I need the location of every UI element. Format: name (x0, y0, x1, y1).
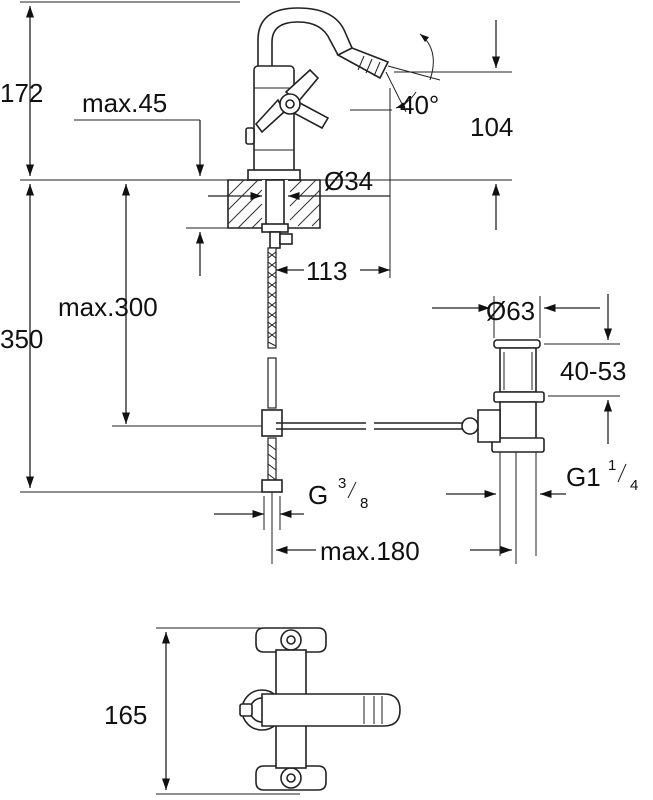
dim-40-53: 40-53 (560, 356, 627, 386)
dim-g-3-8: G 3 8 (308, 475, 368, 512)
angle-valve-nut (261, 479, 283, 493)
dim-max-45: max.45 (82, 88, 167, 118)
counter-section (227, 179, 321, 249)
dimension-labels: 172 max.45 40° 104 Ø34 113 max.300 350 Ø… (0, 78, 638, 730)
base-plate (247, 169, 301, 181)
top-view-spout (261, 693, 401, 727)
faucet-body (245, 7, 390, 181)
dim-max-300: max.300 (58, 292, 158, 322)
dim-max-180: max.180 (320, 536, 420, 566)
mounting-stud (265, 179, 285, 229)
svg-text:G: G (308, 480, 328, 510)
dim-165: 165 (104, 700, 147, 730)
top-view (239, 627, 401, 791)
popup-linkage (276, 422, 464, 430)
dim-172: 172 (0, 78, 43, 108)
dim-350: 350 (0, 324, 43, 354)
svg-text:8: 8 (360, 495, 368, 512)
supply-hose (261, 247, 283, 510)
cross-handle (254, 68, 330, 134)
dim-diameter-34: Ø34 (324, 166, 373, 196)
popup-ball-joint (461, 417, 479, 435)
svg-text:3: 3 (338, 475, 346, 492)
dimension-lines (20, 1, 620, 795)
dim-104: 104 (470, 112, 513, 142)
dim-g1-1-4: G1 1 4 (566, 457, 638, 494)
dim-diameter-63: Ø63 (486, 296, 535, 326)
waste-flange (493, 339, 541, 349)
dim-angle: 40° (400, 90, 439, 120)
svg-text:G1: G1 (566, 462, 601, 492)
nozzle (336, 47, 390, 80)
waste-assembly (461, 339, 545, 556)
svg-text:4: 4 (630, 477, 638, 494)
dim-113: 113 (306, 256, 347, 286)
popup-rod (245, 127, 255, 145)
svg-text:1: 1 (608, 457, 616, 474)
